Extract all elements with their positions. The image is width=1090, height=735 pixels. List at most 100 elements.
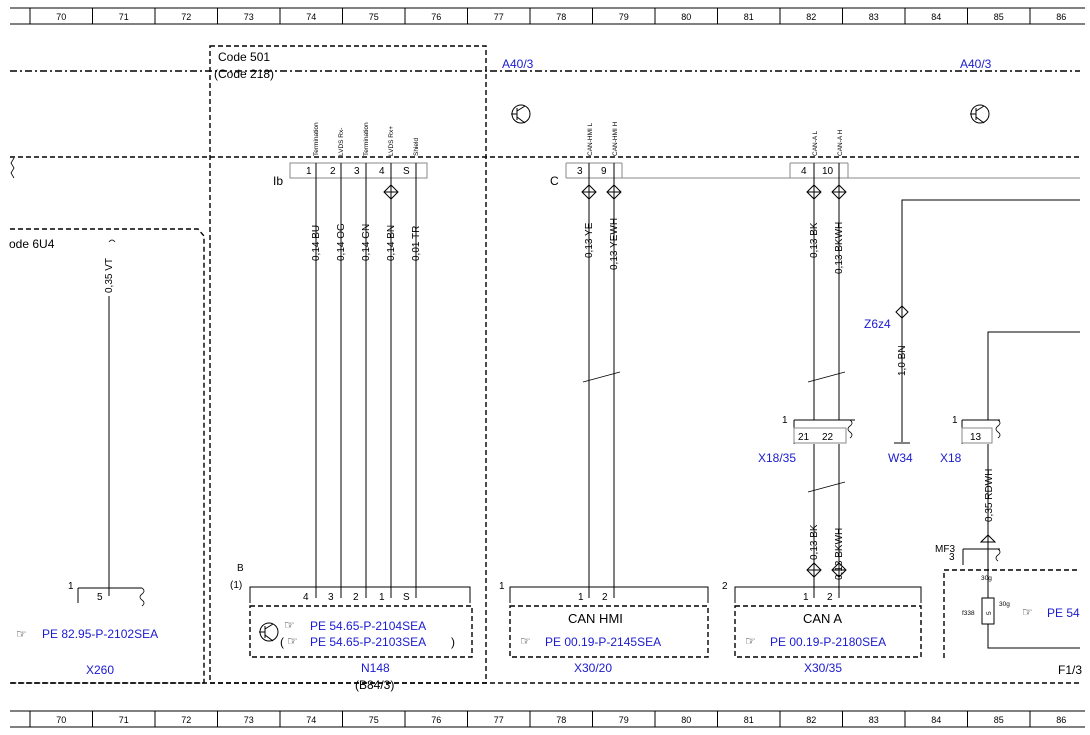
signal-label: CAN-HMI H xyxy=(612,121,619,156)
fuse-right: 30g xyxy=(999,601,1010,608)
pin-label: 1 xyxy=(306,166,312,177)
component-n148[interactable]: N148 xyxy=(361,661,390,675)
mf3-label: MF3 xyxy=(935,544,955,555)
wire-label: 0,14 OG xyxy=(336,223,347,261)
a40-label-right[interactable]: A40/3 xyxy=(960,57,992,71)
paren-open: ( xyxy=(280,635,284,649)
top-ruler-label: 73 xyxy=(244,12,254,22)
svg-text:☞: ☞ xyxy=(284,618,295,632)
signal-label: Shield xyxy=(413,138,420,156)
signal-label: LVDS Rx+ xyxy=(388,126,395,156)
connector-c: C 3 9 4 10 CAN-HMI L CAN-HMI H CAN-A L C… xyxy=(550,121,1080,598)
top-ruler-label: 70 xyxy=(56,12,66,22)
wire-label: 1,0 BN xyxy=(897,345,908,376)
component-x30-35[interactable]: X30/35 xyxy=(804,661,842,675)
top-ruler-label: 72 xyxy=(181,12,191,22)
reference-link[interactable]: PE 54 xyxy=(1047,606,1080,620)
reference-hand-icon: ☞ xyxy=(745,634,756,648)
pin-label: 2 xyxy=(722,581,728,592)
pin-label: 1 xyxy=(578,592,584,603)
svg-text:☞: ☞ xyxy=(520,634,531,648)
top-ruler-label: 80 xyxy=(681,12,691,22)
wire-label: 0,01 TR xyxy=(411,226,422,261)
pin-label: 10 xyxy=(822,166,834,177)
bottom-ruler-label: 70 xyxy=(56,715,66,725)
transistor-icon xyxy=(970,104,990,124)
wire-label: 0,13 BKWH xyxy=(834,222,845,274)
top-ruler-label: 76 xyxy=(431,12,441,22)
pin-number: 13 xyxy=(970,432,982,443)
signal-label: CAN-HMI L xyxy=(587,122,594,156)
connector-x18: 1 13 X18 0,35 RDWH xyxy=(940,331,1080,545)
wire-label: 0,35 VT xyxy=(104,258,115,293)
pin-number: 5 xyxy=(97,592,103,603)
pin-label: 1 xyxy=(499,581,505,592)
pin-label: 9 xyxy=(601,166,607,177)
top-ruler-label: 74 xyxy=(306,12,316,22)
connector-x30-35: 2 1 2 CAN A ☞ PE 00.19-P-2180SEA X30/35 xyxy=(722,581,922,675)
paren-close: ) xyxy=(451,635,455,649)
top-ruler-label: 78 xyxy=(556,12,566,22)
x30-35-title: CAN A xyxy=(803,611,842,626)
bottom-ruler-label: 78 xyxy=(556,715,566,725)
wire-label: 0,13 BK xyxy=(809,222,820,258)
fuse-left: f338 xyxy=(962,610,975,617)
pin-label: 21 xyxy=(798,432,810,443)
top-ruler-label: 71 xyxy=(119,12,129,22)
module-n148: B (1) 4 3 2 1 S ☞ PE 54.65-P-2104SEA ( ☞… xyxy=(230,563,473,692)
bottom-ruler-label: 84 xyxy=(931,715,941,725)
pin-label: 3 xyxy=(328,592,334,603)
bottom-ruler-label: 77 xyxy=(494,715,504,725)
reference-link[interactable]: PE 54.65-P-2104SEA xyxy=(310,619,426,633)
code-6u4-label: ode 6U4 xyxy=(9,237,55,251)
wire-label: 0,14 GN xyxy=(361,224,372,261)
top-ruler-label: 81 xyxy=(744,12,754,22)
reference-link[interactable]: PE 54.65-P-2103SEA xyxy=(310,635,426,649)
reference-link[interactable]: PE 00.19-P-2145SEA xyxy=(545,635,661,649)
pin-label: 4 xyxy=(379,166,385,177)
component-b84-3: (B84/3) xyxy=(355,678,394,692)
node-z6z4[interactable]: Z6z4 xyxy=(864,317,891,331)
connector-x18-35: 1 21 22 X18/35 0,13 BK 0,13 BKWH xyxy=(758,415,855,598)
code-218-label: (Code 218) xyxy=(214,67,274,81)
reference-hand-icon: ☞ xyxy=(16,627,27,641)
bottom-ruler-label: 72 xyxy=(181,715,191,725)
component-f1-3: F1/3 xyxy=(1058,663,1082,677)
bottom-ruler-label: 82 xyxy=(806,715,816,725)
top-ruler-label: 84 xyxy=(931,12,941,22)
component-x18-35[interactable]: X18/35 xyxy=(758,451,796,465)
pin-label: 4 xyxy=(801,166,807,177)
a40-label-left[interactable]: A40/3 xyxy=(502,57,534,71)
bottom-ruler-label: 71 xyxy=(119,715,129,725)
wire-label: 0,13 YEWH xyxy=(609,218,620,270)
top-ruler-label: 85 xyxy=(994,12,1004,22)
wire-label: 0,13 YE xyxy=(584,222,595,258)
signal-label: Termination xyxy=(313,122,320,156)
label-1: (1) xyxy=(230,580,242,591)
pin-label: 3 xyxy=(354,166,360,177)
bottom-ruler-label: 73 xyxy=(244,715,254,725)
component-x30-20[interactable]: X30/20 xyxy=(574,661,612,675)
connector-ib: Ib 1 2 3 4 S Termination LVDS Rx- Termin… xyxy=(273,122,428,598)
svg-text:☞: ☞ xyxy=(287,634,298,648)
code-501-label: Code 501 xyxy=(218,50,270,64)
top-ruler-label: 86 xyxy=(1056,12,1066,22)
component-x18[interactable]: X18 xyxy=(940,451,962,465)
reference-link[interactable]: PE 82.95-P-2102SEA xyxy=(42,627,158,641)
reference-link[interactable]: PE 00.19-P-2180SEA xyxy=(770,635,886,649)
pin-label: 1 xyxy=(952,415,958,426)
top-ruler-label: 82 xyxy=(806,12,816,22)
pin-label: 2 xyxy=(353,592,359,603)
bottom-ruler-label: 74 xyxy=(306,715,316,725)
x30-20-title: CAN HMI xyxy=(568,611,623,626)
bottom-ruler-label: 76 xyxy=(431,715,441,725)
fuse-top: 30g xyxy=(981,575,992,582)
fuse-block-f1-3: MF3 3 30g 5 f338 30g ☞ PE 54 F1/3 xyxy=(935,534,1082,677)
top-ruler-label: 83 xyxy=(869,12,879,22)
bottom-ruler-label: 81 xyxy=(744,715,754,725)
component-x260[interactable]: X260 xyxy=(86,663,114,677)
component-w34[interactable]: W34 xyxy=(888,451,913,465)
